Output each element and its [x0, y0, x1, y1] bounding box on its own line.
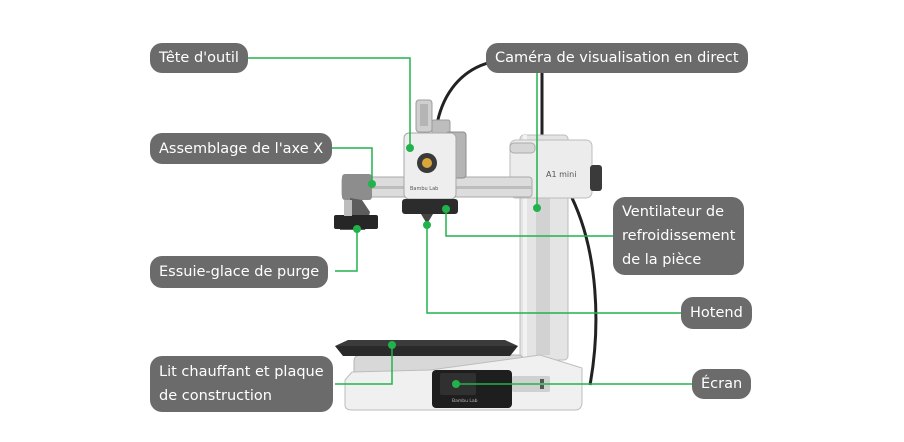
leader-lit — [335, 345, 393, 385]
leader-axe-x — [331, 147, 373, 184]
label-essuie-glace-line-1: Essuie-glace de purge — [159, 264, 320, 280]
dot-axe-x — [368, 180, 376, 188]
purge-wiper-part — [334, 198, 378, 230]
leader-tete-outil — [248, 57, 411, 148]
leader-essuie-glace — [335, 229, 358, 272]
label-lit-chauffant-line-2: de construction — [159, 388, 272, 404]
label-camera-line-1: Caméra de visualisation en direct — [495, 50, 739, 66]
printer-base — [344, 354, 583, 411]
label-hotend-line-1: Hotend — [690, 305, 743, 321]
dot-hotend — [423, 221, 431, 229]
leader-ventilateur — [445, 209, 614, 237]
label-hotend: Hotend — [681, 297, 752, 329]
dot-ecran — [452, 380, 460, 388]
leader-dots — [353, 144, 541, 388]
label-tete-outil: Tête d'outil — [150, 43, 248, 73]
label-assemblage-axe-x: Assemblage de l'axe X — [150, 133, 333, 164]
label-essuie-glace-de-purge: Essuie-glace de purge — [150, 256, 329, 288]
dot-lit — [388, 341, 396, 349]
label-assemblage-axe-x-line-1: Assemblage de l'axe X — [159, 140, 324, 157]
dot-essuie-glace — [353, 225, 361, 233]
label-ventilateur-line-3: de la pièce — [622, 252, 702, 268]
dot-tete-outil — [406, 144, 414, 152]
dot-ventilateur — [442, 205, 450, 213]
label-ecran: Écran — [692, 369, 752, 399]
power-cable — [566, 189, 598, 386]
dot-camera — [533, 204, 541, 212]
label-lit-chauffant-line-1: Lit chauffant et plaque — [159, 364, 324, 380]
leader-hotend — [426, 225, 682, 314]
model-text: A1 mini — [546, 170, 576, 179]
label-ventilateur-line-2: refroidissement — [622, 228, 736, 244]
label-ventilateur-line-1: Ventilateur de — [622, 204, 725, 220]
label-tete-outil-line-1: Tête d'outil — [159, 50, 239, 66]
printer-illustration: A1 mini Bambu Lab — [334, 58, 602, 411]
label-lit-chauffant: Lit chauffant et plaque de construction — [150, 356, 333, 412]
leader-lines — [248, 57, 693, 385]
label-ecran-line-1: Écran — [701, 376, 743, 392]
toolhead-brand-text: Bambu Lab — [410, 186, 438, 192]
base-brand-text: Bambu Lab — [452, 398, 478, 404]
label-ventilateur: Ventilateur de refroidissement de la piè… — [613, 197, 745, 275]
label-camera: Caméra de visualisation en direct — [486, 43, 748, 73]
toolhead — [402, 99, 467, 224]
